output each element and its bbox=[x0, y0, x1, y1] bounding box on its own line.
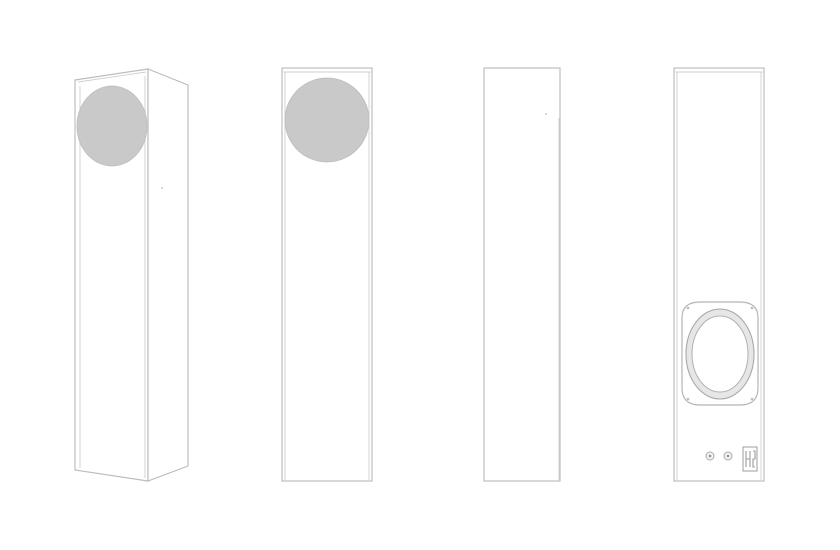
speaker-front-driver-grille bbox=[284, 77, 370, 163]
speaker-side-cabinet bbox=[483, 67, 561, 482]
speaker-rear-port-screw bbox=[686, 306, 690, 310]
speaker-perspective-inner-edge bbox=[77, 71, 147, 83]
speaker-rear-port bbox=[681, 301, 759, 406]
speaker-front-view bbox=[281, 67, 373, 482]
brand-logo-mark bbox=[745, 450, 756, 468]
speaker-perspective-side-face bbox=[147, 68, 189, 482]
speaker-rear-terminal-center bbox=[708, 454, 712, 458]
speaker-rear-cabinet bbox=[673, 67, 765, 482]
speaker-perspective-mark bbox=[161, 187, 163, 189]
speaker-rear-view bbox=[673, 67, 765, 482]
speaker-rear-terminal-center bbox=[726, 454, 730, 458]
speaker-perspective-driver-grille bbox=[76, 85, 148, 167]
speaker-rear-port-screw bbox=[750, 397, 754, 401]
speaker-rear-logo-plate bbox=[742, 446, 758, 472]
speaker-rear-port-screw bbox=[686, 397, 690, 401]
speaker-rear-port-screw bbox=[750, 306, 754, 310]
speaker-side-mark bbox=[545, 113, 547, 115]
speaker-rear-terminals bbox=[705, 451, 733, 461]
speaker-rear-port-cone bbox=[691, 315, 749, 393]
speaker-side-view bbox=[483, 67, 561, 482]
speaker-perspective-view bbox=[74, 68, 189, 482]
